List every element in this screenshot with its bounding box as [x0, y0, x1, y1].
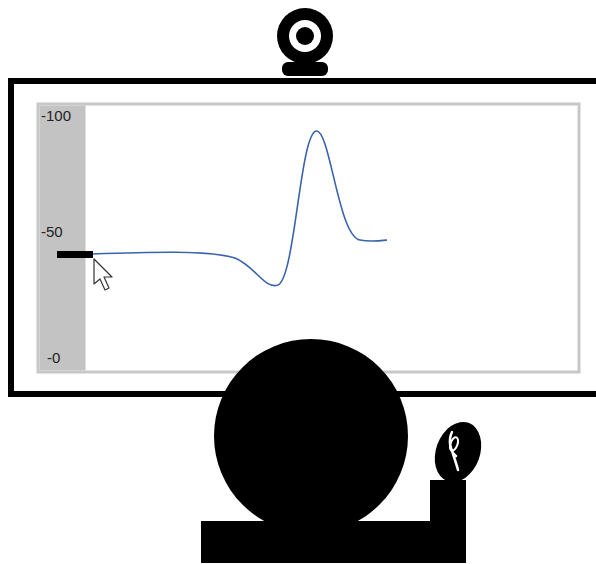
webcam-body — [277, 8, 333, 64]
mouse-button — [448, 436, 459, 452]
axis-tick-label: -0 — [47, 350, 60, 365]
computer-mouse — [427, 415, 490, 488]
waveform — [92, 131, 387, 286]
webcam — [277, 8, 333, 76]
mouse-cursor — [94, 259, 112, 290]
axis-tick-label: -100 — [41, 108, 71, 123]
webcam-ring — [289, 20, 321, 52]
axis-strip — [40, 106, 86, 371]
person — [201, 339, 489, 563]
level-marker — [57, 251, 93, 258]
person-head — [214, 339, 408, 533]
desk — [201, 521, 466, 563]
webcam-lens — [296, 27, 314, 45]
plot-area — [38, 104, 579, 372]
mouse-stand — [430, 480, 466, 525]
axis-tick-label: -50 — [41, 224, 63, 239]
